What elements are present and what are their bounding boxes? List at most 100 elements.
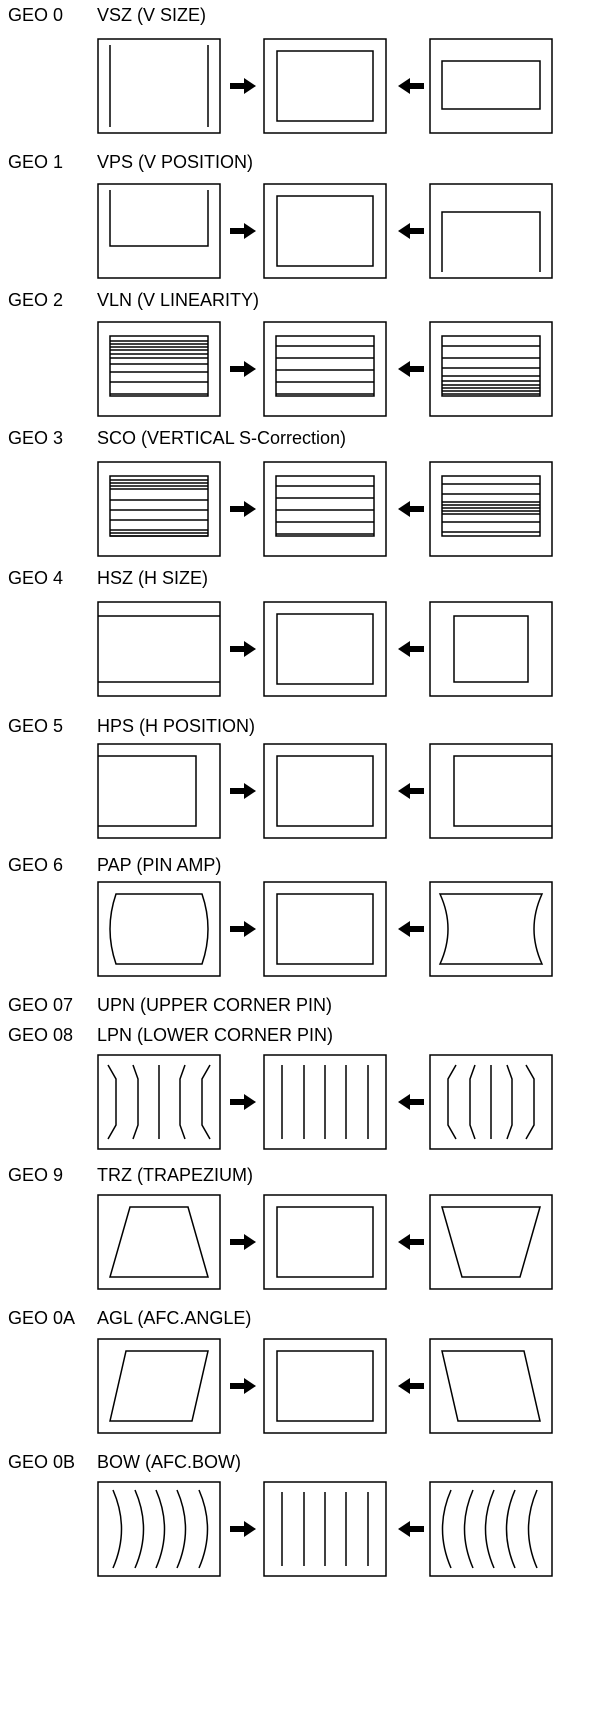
- screen-frame: [263, 601, 387, 697]
- screen-frame: [429, 38, 553, 134]
- misadjusted-left-screen: [97, 601, 221, 697]
- screen-frame: [429, 1194, 553, 1290]
- arrow-right-icon: [230, 223, 256, 239]
- screen-frame: [429, 881, 553, 977]
- picture-outline: [276, 50, 374, 122]
- section-name: TRZ (TRAPEZIUM): [97, 1165, 253, 1185]
- picture-outline: [441, 211, 541, 272]
- screen-frame: [97, 1194, 221, 1290]
- arrow-right-icon: [230, 361, 256, 377]
- screen-frame: [263, 881, 387, 977]
- raster-outline: [275, 475, 375, 537]
- section-name: AGL (AFC.ANGLE): [97, 1308, 252, 1328]
- arrow-left-icon: [398, 361, 424, 377]
- section-name: HPS (H POSITION): [97, 716, 256, 736]
- screen-frame: [263, 321, 387, 417]
- correct-screen: [263, 38, 387, 134]
- raster-outline: [275, 335, 375, 397]
- screen-frame: [97, 38, 221, 134]
- screen-frame: [263, 1054, 387, 1150]
- bow-line: [484, 1489, 495, 1569]
- parallelogram-outline: [441, 1350, 541, 1422]
- arrow-left-icon: [398, 1378, 424, 1394]
- trapezium-outline: [109, 1206, 209, 1278]
- arrow-left-icon: [398, 1094, 424, 1110]
- correct-screen: [263, 601, 387, 697]
- correct-screen: [263, 321, 387, 417]
- barrel-outline: [109, 893, 209, 965]
- screen-frame: [97, 881, 221, 977]
- section-code: GEO 0: [8, 5, 64, 25]
- arrow-right-icon: [230, 921, 256, 937]
- screen-frame: [97, 183, 221, 279]
- picture-outline: [276, 195, 374, 267]
- misadjusted-right-screen: [429, 321, 553, 417]
- section-figure: [97, 38, 553, 134]
- screen-frame: [429, 1481, 553, 1577]
- section-figure: [97, 881, 553, 977]
- arrow-left-icon: [398, 921, 424, 937]
- correct-screen: [263, 1194, 387, 1290]
- corner-pin-line: [506, 1064, 513, 1140]
- misadjusted-left-screen: [97, 743, 221, 839]
- section-code: GEO 2: [8, 290, 64, 310]
- correct-screen: [263, 1054, 387, 1150]
- section-figure: [97, 1338, 553, 1434]
- screen-frame: [97, 743, 221, 839]
- correct-screen: [263, 461, 387, 557]
- misadjusted-left-screen: [97, 1054, 221, 1150]
- picture-outline: [276, 1350, 374, 1422]
- misadjusted-right-screen: [429, 1194, 553, 1290]
- arrow-right-icon: [230, 1094, 256, 1110]
- correct-screen: [263, 881, 387, 977]
- corner-pin-line: [107, 1064, 117, 1140]
- misadjusted-right-screen: [429, 601, 553, 697]
- bow-line: [441, 1489, 452, 1569]
- section-name: SCO (VERTICAL S-Correction): [97, 428, 347, 448]
- misadjusted-right-screen: [429, 461, 553, 557]
- arrow-right-icon: [230, 1234, 256, 1250]
- screen-frame: [97, 461, 221, 557]
- raster-outline: [109, 475, 209, 537]
- section-code: GEO 3: [8, 428, 64, 448]
- picture-outline: [98, 755, 197, 827]
- corner-pin-line: [525, 1064, 535, 1140]
- screen-frame: [429, 601, 553, 697]
- misadjusted-right-screen: [429, 1338, 553, 1434]
- arrow-right-icon: [230, 1521, 256, 1537]
- screen-frame: [97, 1338, 221, 1434]
- misadjusted-left-screen: [97, 321, 221, 417]
- corner-pin-line: [179, 1064, 186, 1140]
- misadjusted-right-screen: [429, 743, 553, 839]
- screen-frame: [429, 743, 553, 839]
- arrow-right-icon: [230, 501, 256, 517]
- screen-frame: [263, 183, 387, 279]
- section-figure: [97, 461, 553, 557]
- misadjusted-left-screen: [97, 1194, 221, 1290]
- section-figure: [97, 743, 553, 839]
- misadjusted-right-screen: [429, 183, 553, 279]
- misadjusted-right-screen: [429, 38, 553, 134]
- section-code: GEO 5: [8, 716, 64, 736]
- section-code: GEO 6: [8, 855, 64, 875]
- section-figure: [97, 1054, 553, 1150]
- pincushion-outline: [438, 893, 544, 965]
- section-code: GEO 1: [8, 152, 64, 172]
- arrow-left-icon: [398, 1234, 424, 1250]
- screen-frame: [263, 1194, 387, 1290]
- screen-frame: [97, 1054, 221, 1150]
- bow-line: [198, 1489, 209, 1569]
- section-code: GEO 0A: [8, 1308, 76, 1328]
- screen-frame: [263, 1481, 387, 1577]
- misadjusted-right-screen: [429, 881, 553, 977]
- parallelogram-outline: [109, 1350, 209, 1422]
- section-name: VSZ (V SIZE): [97, 5, 207, 25]
- arrow-left-icon: [398, 783, 424, 799]
- section-name: VLN (V LINEARITY): [97, 290, 260, 310]
- bow-line: [527, 1489, 538, 1569]
- arrow-right-icon: [230, 1378, 256, 1394]
- screen-frame: [263, 38, 387, 134]
- screen-frame: [429, 461, 553, 557]
- correct-screen: [263, 183, 387, 279]
